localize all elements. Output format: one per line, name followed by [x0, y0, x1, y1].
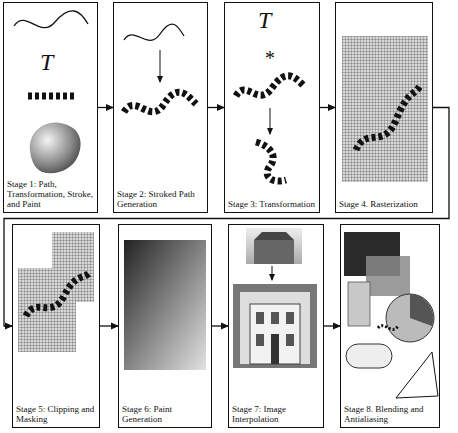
flow-arrow: [320, 107, 335, 108]
stage-box: Stage 4. Rasterization: [335, 2, 433, 213]
symbol-label: T: [258, 8, 271, 32]
stage8-art: [344, 232, 438, 398]
stage-label: Stage 4. Rasterization: [339, 199, 429, 209]
flow-arrow: [212, 325, 228, 326]
flow-arrow: [100, 325, 118, 326]
stage-label: Stage 7: Image Interpolation: [232, 404, 320, 424]
stage-box: Stage 8. Blending and Antialiasing: [340, 224, 440, 428]
stage-label: Stage 3: Transformation: [228, 199, 316, 209]
stage2-art: [124, 24, 196, 112]
flow-arrow: [208, 107, 224, 108]
stage-label: Stage 1: Path, Transformation, Stroke, a…: [7, 179, 94, 209]
stage-label: Stage 6: Paint Generation: [122, 404, 208, 424]
stage7-art: [233, 228, 317, 368]
stage-box: Stage 7: Image Interpolation: [228, 224, 324, 428]
stage-box: Stage 2: Stroked Path Generation: [113, 2, 208, 213]
symbol-label: *: [264, 48, 274, 68]
stage1-art: [14, 11, 88, 173]
flow-arrow: [324, 325, 340, 326]
stage5-art: [18, 232, 94, 352]
stage6-art: [124, 240, 206, 370]
flow-arrow: [98, 107, 113, 108]
stage4-art: [342, 36, 428, 182]
flow-arrow: [4, 108, 449, 327]
stage-box: Stage 1: Path, Transformation, Stroke, a…: [3, 2, 98, 213]
symbol-label: T: [40, 50, 53, 74]
stage-box: Stage 3: Transformation: [224, 2, 320, 213]
stage-label: Stage 2: Stroked Path Generation: [117, 189, 204, 209]
stage-box: Stage 5: Clipping and Masking: [12, 224, 100, 428]
stage-box: Stage 6: Paint Generation: [118, 224, 212, 428]
stage-label: Stage 8. Blending and Antialiasing: [344, 404, 436, 424]
stage3-art: [236, 76, 304, 181]
stage-label: Stage 5: Clipping and Masking: [16, 404, 96, 424]
